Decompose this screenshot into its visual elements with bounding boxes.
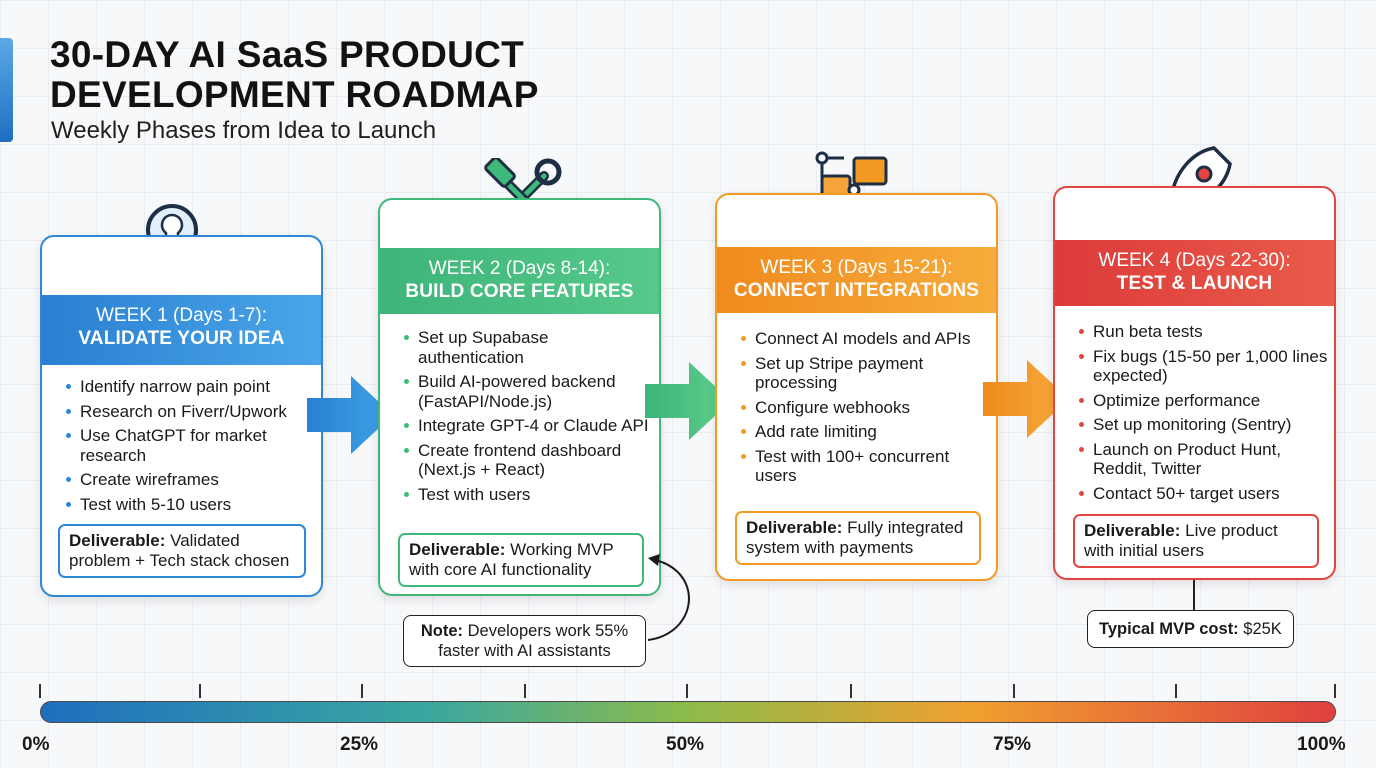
week-3-label: WEEK 3 (Days 15-21): — [760, 257, 953, 278]
progress-label-50: 50% — [666, 734, 705, 755]
list-item: Add rate limiting — [739, 422, 994, 442]
cost-value: $25K — [1243, 620, 1282, 638]
tick-mark — [850, 684, 852, 698]
list-item: Research on Fiverr/Upwork — [64, 402, 316, 422]
list-item: Build AI-powered backend (FastAPI/Node.j… — [402, 372, 657, 411]
note-text: Developers work 55% faster with AI assis… — [438, 622, 629, 660]
progress-label-100: 100% — [1297, 734, 1346, 755]
progress-label-75: 75% — [993, 734, 1032, 755]
week-1-label: WEEK 1 (Days 1-7): — [95, 305, 268, 326]
cost-connector — [1193, 580, 1195, 610]
list-item: Test with users — [402, 485, 657, 505]
list-item: Test with 100+ concurrent users — [739, 447, 994, 486]
tick-mark — [1175, 684, 1177, 698]
week-4-card: WEEK 4 (Days 22-30): TEST & LAUNCH Run b… — [1053, 186, 1336, 580]
week-2-card: WEEK 2 (Days 8-14): BUILD CORE FEATURES … — [378, 198, 661, 596]
week-4-tasks: Run beta tests Fix bugs (15-50 per 1,000… — [1077, 322, 1332, 508]
deliverable-text: Fully integrated system with payments — [746, 518, 964, 557]
cost-label: Typical MVP cost: — [1099, 620, 1239, 638]
deliverable-label: Deliverable: — [409, 540, 506, 559]
week-4-phase: TEST & LAUNCH — [1116, 273, 1273, 294]
week-3-phase: CONNECT INTEGRATIONS — [733, 280, 980, 301]
list-item: Run beta tests — [1077, 322, 1332, 342]
list-item: Test with 5-10 users — [64, 495, 316, 515]
tick-mark — [524, 684, 526, 698]
week-3-tasks: Connect AI models and APIs Set up Stripe… — [739, 329, 994, 491]
list-item: Identify narrow pain point — [64, 377, 316, 397]
week-2-label: WEEK 2 (Days 8-14): — [428, 258, 611, 279]
list-item: Optimize performance — [1077, 391, 1332, 411]
list-item: Launch on Product Hunt, Reddit, Twitter — [1077, 440, 1332, 479]
progress-label-0: 0% — [22, 734, 50, 755]
list-item: Create wireframes — [64, 470, 316, 490]
deliverable-label: Deliverable: — [69, 531, 166, 550]
note-callout: Note: Developers work 55% faster with AI… — [403, 615, 646, 667]
list-item: Use ChatGPT for market research — [64, 426, 316, 465]
list-item: Set up Supabase authentication — [402, 328, 657, 367]
arrow-week1-to-week2 — [307, 376, 393, 454]
deliverable-text: Live product with initial users — [1084, 521, 1278, 560]
deliverable-label: Deliverable: — [746, 518, 843, 537]
progress-ticks — [0, 684, 1376, 700]
tick-mark — [1013, 684, 1015, 698]
week-4-deliverable: Deliverable: Live product with initial u… — [1073, 514, 1319, 568]
list-item: Fix bugs (15-50 per 1,000 lines expected… — [1077, 347, 1332, 386]
week-2-tasks: Set up Supabase authentication Build AI-… — [402, 328, 657, 509]
note-label: Note: — [420, 622, 464, 640]
title-line-1: 30-DAY AI SaaS PRODUCT — [50, 34, 525, 75]
tick-mark — [686, 684, 688, 698]
week-2-deliverable: Deliverable: Working MVP with core AI fu… — [398, 533, 644, 587]
list-item: Contact 50+ target users — [1077, 484, 1332, 504]
arrow-week2-to-week3 — [645, 362, 731, 440]
week-1-tasks: Identify narrow pain point Research on F… — [64, 377, 316, 519]
week-1-header: WEEK 1 (Days 1-7): VALIDATE YOUR IDEA — [42, 295, 321, 365]
note-connector-arrow — [647, 554, 690, 641]
week-1-deliverable: Deliverable: Validated problem + Tech st… — [58, 524, 306, 578]
tick-mark — [361, 684, 363, 698]
week-1-phase: VALIDATE YOUR IDEA — [78, 328, 285, 349]
progress-label-25: 25% — [340, 734, 379, 755]
deliverable-label: Deliverable: — [1084, 521, 1181, 540]
tick-mark — [199, 684, 201, 698]
arrow-week3-to-week4 — [983, 360, 1069, 438]
week-2-header: WEEK 2 (Days 8-14): BUILD CORE FEATURES — [380, 248, 659, 314]
list-item: Integrate GPT-4 or Claude API — [402, 416, 657, 436]
deliverable-text: Working MVP with core AI functionality — [409, 540, 614, 579]
mvp-cost-callout: Typical MVP cost: $25K — [1087, 610, 1294, 648]
week-3-header: WEEK 3 (Days 15-21): CONNECT INTEGRATION… — [717, 247, 996, 313]
list-item: Configure webhooks — [739, 398, 994, 418]
list-item: Create frontend dashboard (Next.js + Rea… — [402, 441, 657, 480]
tick-mark — [39, 684, 41, 698]
week-3-card: WEEK 3 (Days 15-21): CONNECT INTEGRATION… — [715, 193, 998, 581]
week-3-deliverable: Deliverable: Fully integrated system wit… — [735, 511, 981, 565]
week-4-header: WEEK 4 (Days 22-30): TEST & LAUNCH — [1055, 240, 1334, 306]
list-item: Set up monitoring (Sentry) — [1077, 415, 1332, 435]
list-item: Set up Stripe payment processing — [739, 354, 994, 393]
title-accent-bar — [0, 38, 13, 142]
week-2-phase: BUILD CORE FEATURES — [405, 281, 634, 302]
list-item: Connect AI models and APIs — [739, 329, 994, 349]
timeline-progress-bar — [40, 701, 1336, 723]
page-subtitle: Weekly Phases from Idea to Launch — [51, 117, 437, 144]
title-line-2: DEVELOPMENT ROADMAP — [50, 74, 539, 115]
deliverable-text: Validated problem + Tech stack chosen — [69, 531, 290, 570]
week-4-label: WEEK 4 (Days 22-30): — [1098, 250, 1291, 271]
page-title: 30-DAY AI SaaS PRODUCT DEVELOPMENT ROADM… — [50, 35, 539, 115]
week-1-card: WEEK 1 (Days 1-7): VALIDATE YOUR IDEA Id… — [40, 235, 323, 597]
tick-mark — [1334, 684, 1336, 698]
